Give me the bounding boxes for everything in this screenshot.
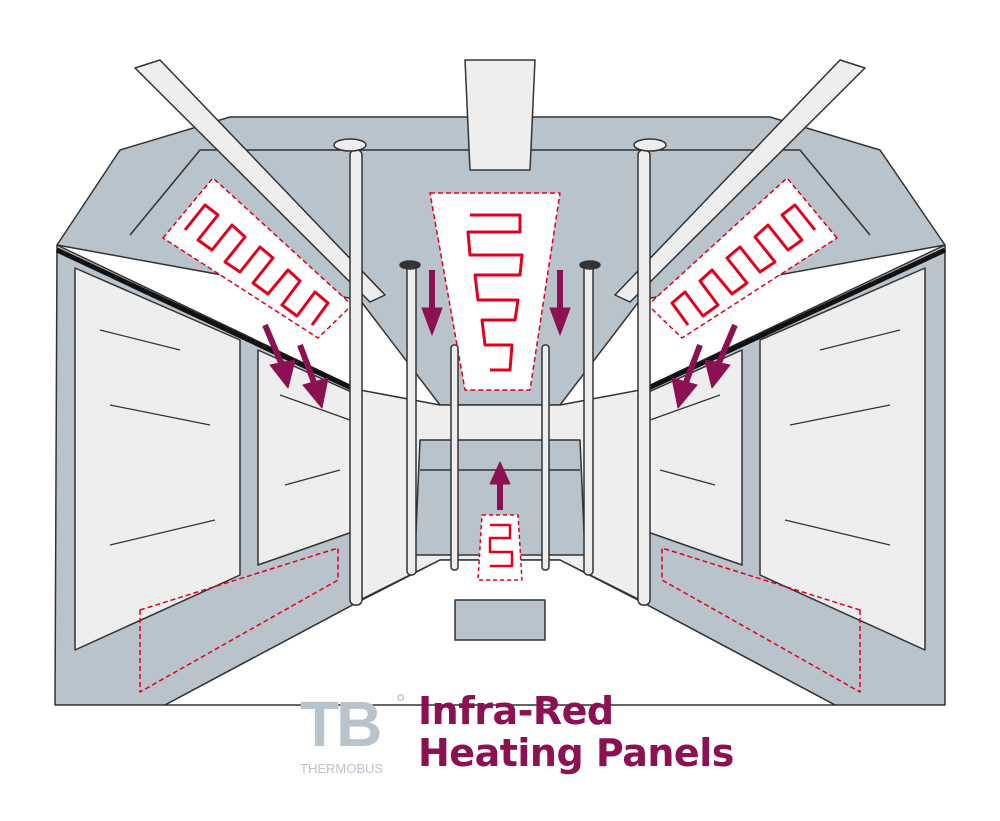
heat-arrow-shaft <box>297 343 318 387</box>
heat-arrow-head <box>489 461 511 485</box>
roof-vent <box>464 59 536 171</box>
heat-arrow-head <box>549 307 571 336</box>
grab-pole <box>406 264 417 576</box>
grab-pole <box>450 344 459 571</box>
logo-mark: TB <box>300 688 382 760</box>
heat-arrow-head <box>704 359 731 389</box>
heat-arrows <box>262 270 738 510</box>
left-heating-element <box>183 203 330 326</box>
glare-line <box>284 469 341 486</box>
grab-pole <box>637 149 651 606</box>
center-ceiling-heater-panel <box>429 192 561 391</box>
glare-line <box>99 329 181 351</box>
glare-line <box>649 394 721 421</box>
right-handrail <box>614 59 866 303</box>
left-window-large <box>74 267 241 651</box>
glare-line <box>659 469 716 486</box>
heat-arrow-head <box>269 359 296 389</box>
glare-line <box>279 394 351 421</box>
heat-arrow-head <box>421 307 443 336</box>
heat-arrow-head <box>671 377 698 409</box>
logo-degree: ° <box>396 690 406 717</box>
pole-mount <box>633 138 667 152</box>
grab-poles <box>333 138 667 606</box>
floor-step <box>454 599 546 641</box>
left-handrail <box>134 59 386 303</box>
heat-arrow-shaft <box>682 343 703 387</box>
right-heating-element <box>670 203 817 326</box>
grab-pole <box>349 149 363 606</box>
grab-pole <box>541 344 550 571</box>
title-line-1: Infra-Red <box>418 689 614 733</box>
heat-arrow-shaft <box>262 323 285 367</box>
floor-heating-element <box>488 523 514 568</box>
pole-mount <box>399 260 421 270</box>
grab-pole <box>583 264 594 576</box>
thermobus-logo: TB ° THERMOBUS <box>298 692 414 782</box>
left-wall-heater-panel <box>139 547 339 693</box>
pole-mount <box>579 260 601 270</box>
glare-line <box>819 329 901 351</box>
logo-name: THERMOBUS <box>300 761 384 776</box>
glare-line <box>789 404 891 426</box>
glare-line <box>109 519 216 546</box>
heat-arrow-head <box>302 377 329 409</box>
right-window-large <box>759 267 926 651</box>
glare-line <box>784 519 891 546</box>
right-wall-heater-panel <box>661 547 861 693</box>
heat-arrow-shaft <box>715 323 738 367</box>
center-heating-element <box>466 213 524 372</box>
glare-line <box>109 404 211 426</box>
title: Infra-Red Heating Panels <box>418 690 734 774</box>
window-glare-lines <box>99 329 901 546</box>
title-line-2: Heating Panels <box>418 731 734 775</box>
pole-mount <box>333 138 367 152</box>
